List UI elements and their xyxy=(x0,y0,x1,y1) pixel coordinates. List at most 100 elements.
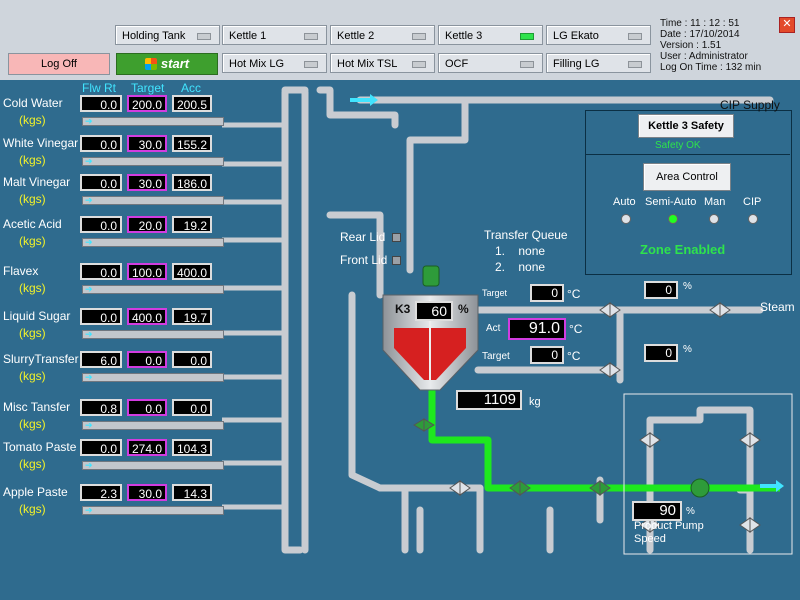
ingredient-name: Malt Vinegar xyxy=(3,175,71,189)
nav-button-hot-mix-lg[interactable]: Hot Mix LG xyxy=(222,53,327,73)
ingredient-flow-line: ➔ xyxy=(82,157,224,166)
mode-label-semi-auto: Semi-Auto xyxy=(645,196,697,208)
kettle-weight-value: 1109 xyxy=(456,390,522,410)
close-button[interactable]: ✕ xyxy=(779,17,795,33)
ingredient-flow-line: ➔ xyxy=(82,117,224,126)
ingredient-target-value[interactable]: 30.0 xyxy=(127,174,167,191)
transfer-queue-title: Transfer Queue xyxy=(484,228,568,242)
flow-arrow-icon: ➔ xyxy=(85,329,93,339)
ingredient-target-value[interactable]: 274.0 xyxy=(127,439,167,456)
rear-lid-label: Rear Lid xyxy=(340,230,386,244)
panel-divider xyxy=(585,154,790,155)
temp-act-value: 91.0 xyxy=(508,318,566,340)
status-led-icon xyxy=(197,33,211,40)
ingredient-accumulated-value: 0.0 xyxy=(172,351,212,368)
ingredient-unit: (kgs) xyxy=(19,369,46,383)
cip-supply-label: CIP Supply xyxy=(720,98,780,112)
ingredient-unit: (kgs) xyxy=(19,457,46,471)
status-led-icon xyxy=(628,33,642,40)
nav-button-kettle-2[interactable]: Kettle 2 xyxy=(330,25,435,45)
column-header-acc: Acc xyxy=(181,81,202,95)
nav-button-label: LG Ekato xyxy=(553,30,599,42)
ingredient-target-value[interactable]: 400.0 xyxy=(127,308,167,325)
ingredient-flow-rate-value: 2.3 xyxy=(80,484,122,501)
ingredient-flow-rate-value: 0.0 xyxy=(80,216,122,233)
ingredient-target-value[interactable]: 30.0 xyxy=(127,484,167,501)
flow-arrow-icon: ➔ xyxy=(85,372,93,382)
flow-arrow-icon: ➔ xyxy=(85,284,93,294)
kettle-id: K3 xyxy=(395,302,411,316)
pump-label-line1: Product Pump xyxy=(634,520,704,532)
ingredient-name: Tomato Paste xyxy=(3,440,77,454)
kettle-vessel xyxy=(382,265,479,391)
ingredient-flow-line: ➔ xyxy=(82,373,224,382)
ingredient-target-value[interactable]: 200.0 xyxy=(127,95,167,112)
ingredient-flow-line: ➔ xyxy=(82,421,224,430)
mode-radio-auto[interactable] xyxy=(621,214,631,224)
ingredient-unit: (kgs) xyxy=(19,417,46,431)
nav-button-ocf[interactable]: OCF xyxy=(438,53,543,73)
ingredient-unit: (kgs) xyxy=(19,153,46,167)
status-led-icon xyxy=(304,33,318,40)
ingredient-accumulated-value: 186.0 xyxy=(172,174,212,191)
ingredient-unit: (kgs) xyxy=(19,192,46,206)
front-lid-label: Front Lid xyxy=(340,253,388,267)
ingredient-accumulated-value: 0.0 xyxy=(172,399,212,416)
mode-label-man: Man xyxy=(704,196,726,208)
rear-lid-indicator xyxy=(392,233,401,242)
ingredient-target-value[interactable]: 100.0 xyxy=(127,263,167,280)
nav-button-label: Kettle 1 xyxy=(229,30,267,42)
ingredient-name: Misc Tansfer xyxy=(3,400,71,414)
flow-arrow-icon: ➔ xyxy=(85,460,93,470)
pump-label-line2: Speed xyxy=(634,533,666,545)
kettle-weight-unit: kg xyxy=(529,396,541,408)
ingredient-name: Acetic Acid xyxy=(3,217,62,231)
ingredient-flow-rate-value: 0.8 xyxy=(80,399,122,416)
ingredient-flow-rate-value: 0.0 xyxy=(80,263,122,280)
temp-target2-value: 0 xyxy=(530,346,564,364)
ingredient-name: Liquid Sugar xyxy=(3,309,71,323)
ingredient-target-value[interactable]: 0.0 xyxy=(127,399,167,416)
nav-button-label: Filling LG xyxy=(553,58,600,70)
nav-button-holding-tank[interactable]: Holding Tank xyxy=(115,25,220,45)
nav-button-kettle-1[interactable]: Kettle 1 xyxy=(222,25,327,45)
nav-button-lg-ekato[interactable]: LG Ekato xyxy=(546,25,651,45)
ingredient-accumulated-value: 155.2 xyxy=(172,135,212,152)
ingredient-flow-line: ➔ xyxy=(82,330,224,339)
temp-target-value: 0 xyxy=(530,284,564,302)
logon-time-readout: Log On Time : 132 min xyxy=(660,62,762,73)
status-led-icon xyxy=(520,33,534,40)
log-off-button[interactable]: Log Off xyxy=(8,53,110,75)
start-button[interactable]: start xyxy=(116,53,218,75)
kettle-safety-button[interactable]: Kettle 3 Safety xyxy=(638,114,734,138)
status-led-icon xyxy=(304,61,318,68)
temp-target2-unit: °C xyxy=(567,349,581,363)
ingredient-accumulated-value: 200.5 xyxy=(172,95,212,112)
mode-radio-cip[interactable] xyxy=(748,214,758,224)
status-led-icon xyxy=(520,61,534,68)
status-info: Time : 11 : 12 : 51 Date : 17/10/2014 Ve… xyxy=(660,18,761,73)
ingredient-name: SlurryTransfer xyxy=(3,352,79,366)
nav-button-kettle-3[interactable]: Kettle 3 xyxy=(438,25,543,45)
ingredient-flow-line: ➔ xyxy=(82,285,224,294)
ingredient-target-value[interactable]: 30.0 xyxy=(127,135,167,152)
nav-button-filling-lg[interactable]: Filling LG xyxy=(546,53,651,73)
ingredient-flow-rate-value: 0.0 xyxy=(80,135,122,152)
mode-label-auto: Auto xyxy=(613,196,636,208)
valve2-percent-unit: % xyxy=(683,344,692,355)
mode-radio-semi-auto[interactable] xyxy=(668,214,678,224)
control-panel xyxy=(585,110,792,275)
nav-button-label: Kettle 3 xyxy=(445,30,483,42)
ingredient-name: White Vinegar xyxy=(3,136,79,150)
area-control-button[interactable]: Area Control xyxy=(643,163,731,191)
mode-radio-man[interactable] xyxy=(709,214,719,224)
temp-target-unit: °C xyxy=(567,287,581,301)
time-readout: Time : 11 : 12 : 51 xyxy=(660,18,740,29)
nav-button-hot-mix-tsl[interactable]: Hot Mix TSL xyxy=(330,53,435,73)
ingredient-target-value[interactable]: 0.0 xyxy=(127,351,167,368)
nav-button-label: Holding Tank xyxy=(122,30,186,42)
flow-arrow-icon: ➔ xyxy=(85,505,93,515)
ingredient-flow-line: ➔ xyxy=(82,461,224,470)
ingredient-target-value[interactable]: 20.0 xyxy=(127,216,167,233)
flow-arrow-icon: ➔ xyxy=(85,420,93,430)
